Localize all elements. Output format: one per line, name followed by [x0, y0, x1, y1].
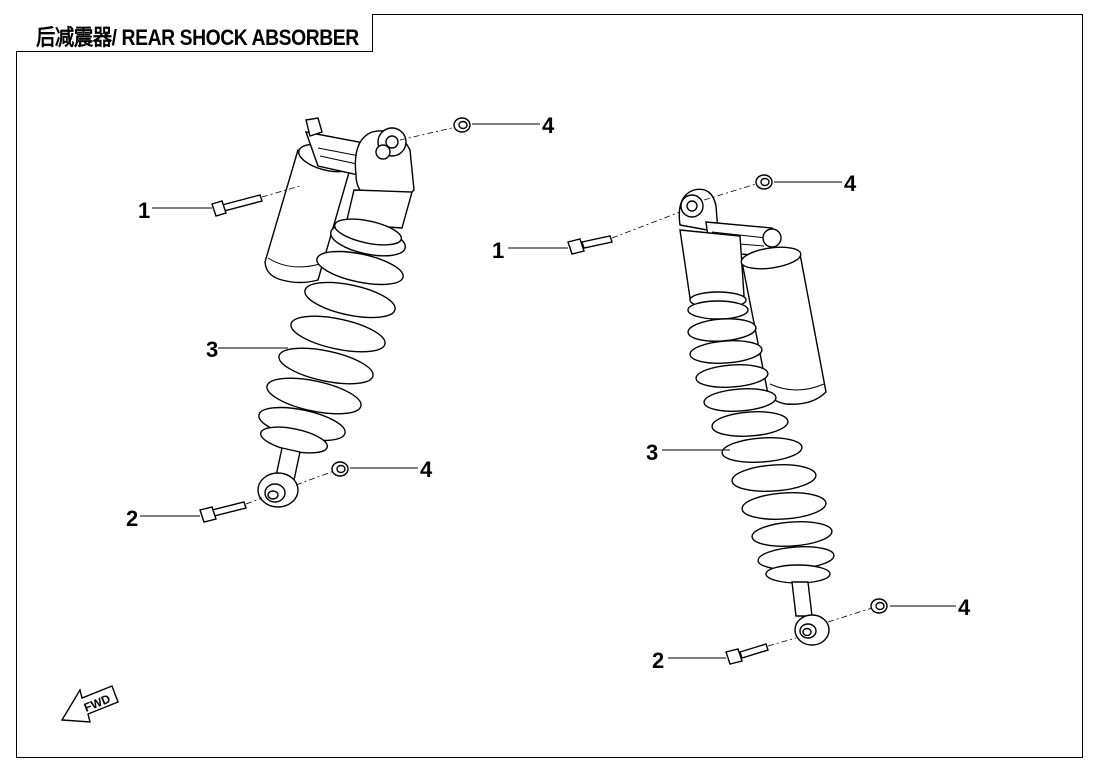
- fwd-arrow-icon: FWD: [60, 685, 119, 723]
- left-bottom-nut: [331, 461, 349, 477]
- right-preload-collar: [687, 291, 749, 320]
- left-callout-4-top: 4: [542, 113, 555, 138]
- right-callout-1: 1: [492, 238, 504, 263]
- left-top-nut: [453, 117, 471, 133]
- right-top-eye: [678, 188, 719, 233]
- diagram-frame: [16, 14, 1083, 758]
- right-callout-4-top: 4: [844, 171, 857, 196]
- right-spring: [687, 318, 835, 570]
- right-callout-2: 2: [652, 648, 664, 673]
- right-callout-4-bottom: 4: [958, 595, 971, 620]
- left-callout-2: 2: [126, 506, 138, 531]
- left-damper-body: [345, 189, 413, 229]
- right-top-nut: [755, 174, 773, 190]
- right-top-bolt: [567, 235, 613, 255]
- fwd-label: FWD: [82, 691, 113, 714]
- left-shock-assembly: 1 4 3 4 2: [126, 113, 555, 531]
- diagram-title: 后减震器/ REAR SHOCK ABSORBER: [36, 25, 359, 50]
- right-reservoir: [740, 246, 827, 405]
- right-callout-3: 3: [646, 440, 658, 465]
- right-adjuster-knob: [762, 228, 782, 248]
- right-shock-assembly: 1 4 3 4 2: [492, 171, 971, 673]
- left-bottom-bolt: [199, 501, 247, 523]
- left-preload-collar: [330, 218, 406, 257]
- left-adjuster-knob: [305, 117, 323, 137]
- left-callout-1: 1: [138, 198, 150, 223]
- right-shaft: [791, 581, 813, 617]
- right-bottom-eye: [794, 614, 830, 646]
- right-bottom-nut: [870, 598, 888, 614]
- left-top-bolt: [211, 194, 263, 217]
- right-damper-body: [679, 229, 745, 299]
- left-callout-3: 3: [206, 337, 218, 362]
- left-bottom-eye: [257, 472, 299, 508]
- right-spring-seat: [765, 564, 831, 584]
- right-bottom-bolt: [725, 643, 769, 665]
- left-callout-4-bottom: 4: [420, 457, 433, 482]
- title-box: 后减震器/ REAR SHOCK ABSORBER: [16, 14, 373, 52]
